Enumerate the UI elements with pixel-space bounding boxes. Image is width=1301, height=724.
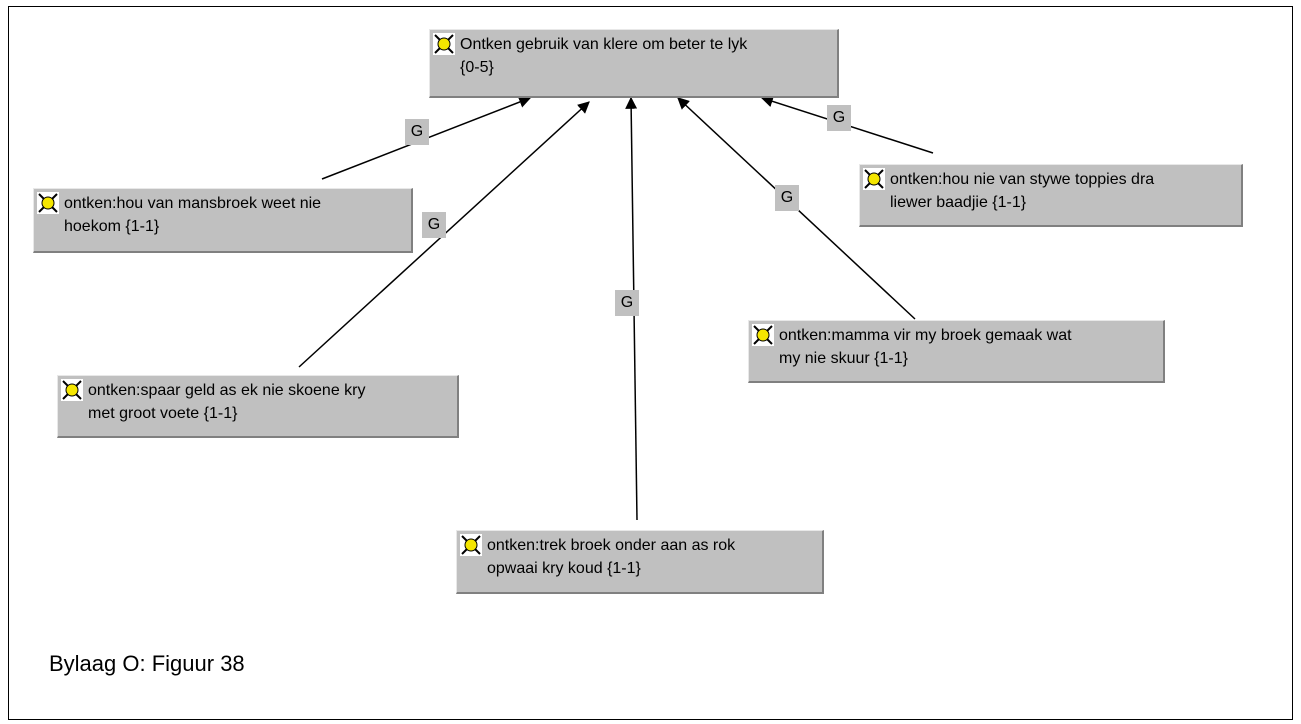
edge-label-n5-root: G [615,290,639,316]
network-node-icon [37,192,59,214]
figure-caption: Bylaag O: Figuur 38 [49,651,245,676]
network-node-icon [863,168,885,190]
edge-label-n2-root: G [827,105,851,131]
edge-label-n3-root: G [422,212,446,238]
node-n5[interactable]: ontken:trek broek onder aan as rok opwaa… [456,530,824,594]
network-node-icon [752,324,774,346]
network-node-icon [61,379,83,401]
node-root[interactable]: Ontken gebruik van klere om beter te lyk… [429,29,839,98]
node-label: ontken:hou nie van stywe toppies dra lie… [890,171,1155,211]
edge-label-n4-root: G [775,185,799,211]
node-label: ontken:mamma vir my broek gemaak wat my … [779,327,1072,367]
node-label: ontken:hou van mansbroek weet nie hoekom… [64,195,322,235]
edge-label-n1-root: G [405,119,429,145]
node-n3[interactable]: ontken:spaar geld as ek nie skoene kry m… [57,375,459,438]
network-node-icon [433,33,455,55]
network-node-icon [460,534,482,556]
node-label: ontken:spaar geld as ek nie skoene kry m… [88,382,366,422]
node-label: ontken:trek broek onder aan as rok opwaa… [487,537,736,577]
node-label: Ontken gebruik van klere om beter te lyk… [460,36,748,76]
node-n4[interactable]: ontken:mamma vir my broek gemaak wat my … [748,320,1165,383]
node-n1[interactable]: ontken:hou van mansbroek weet nie hoekom… [33,188,413,253]
node-n2[interactable]: ontken:hou nie van stywe toppies dra lie… [859,164,1243,227]
